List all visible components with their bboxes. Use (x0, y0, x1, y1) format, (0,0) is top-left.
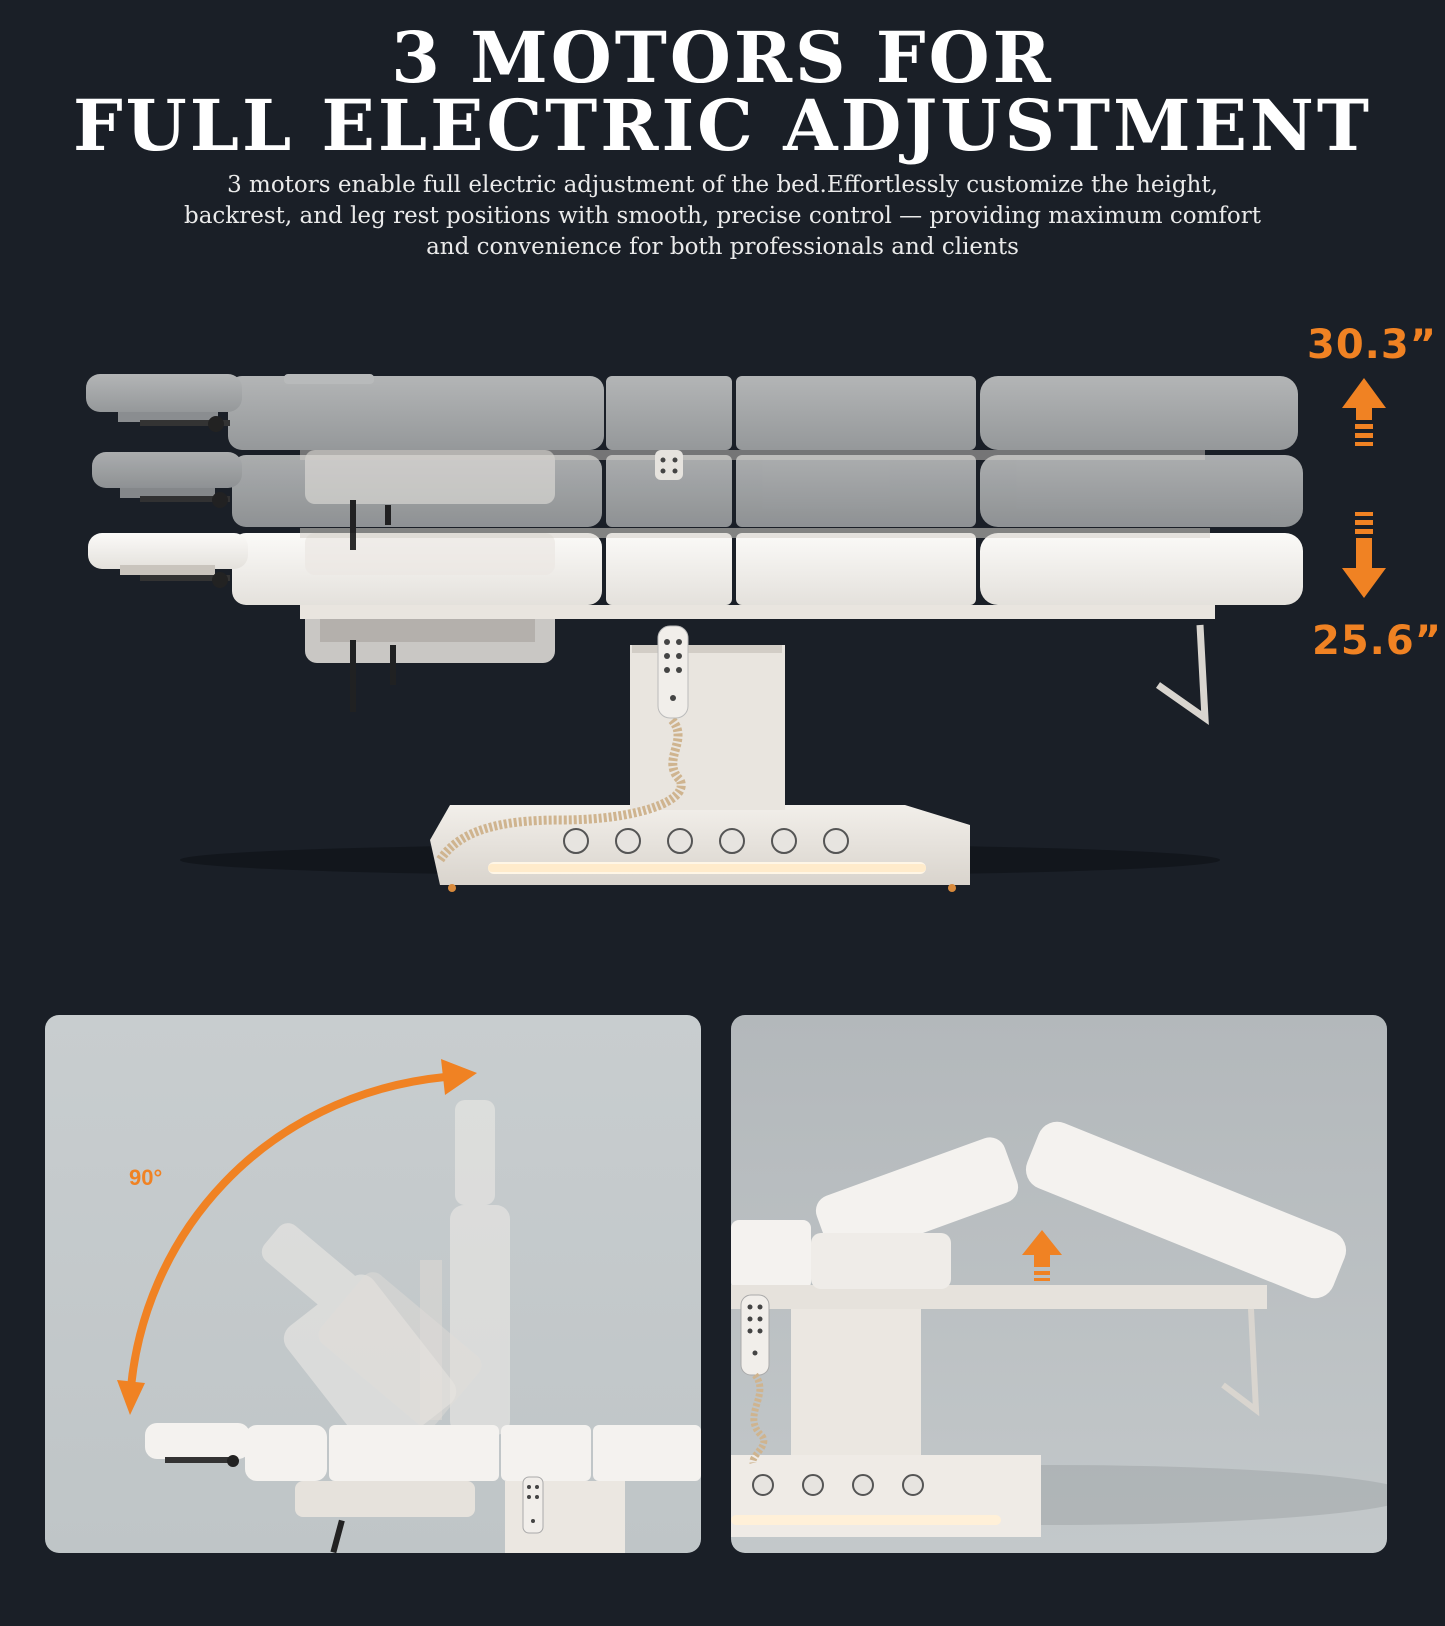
feature-description: 3 motors enable full electric adjustment… (183, 172, 1261, 260)
legrest-adjustment-panel (731, 1015, 1387, 1553)
arrow-down-icon (1342, 512, 1386, 598)
hand-remote (657, 625, 689, 719)
arrow-up-icon (1342, 378, 1386, 446)
leg-hook (1155, 624, 1209, 726)
arrow-up-icon (1022, 1230, 1062, 1281)
bed-highest-position (86, 374, 1298, 480)
foot-pedals (563, 828, 849, 854)
curved-arrow-icon (126, 1073, 446, 1401)
backrest-angle-label: 90° (129, 1165, 163, 1190)
bed-lowest-position (88, 533, 1303, 619)
title-line-1: 3 MOTORS FOR (391, 16, 1054, 99)
legrest-illustration (731, 1121, 1387, 1537)
max-height-label: 30.3” (1307, 322, 1437, 368)
lift-column (630, 645, 785, 810)
bed-middle-position (92, 450, 1303, 550)
min-height-label: 25.6” (1312, 618, 1442, 664)
title-line-2: FULL ELECTRIC ADJUSTMENT (72, 84, 1373, 167)
remote-cord (436, 716, 686, 863)
bed-height-illustration (86, 374, 1386, 892)
bed-base (430, 805, 970, 892)
ghost-frame-lowest (305, 607, 555, 712)
backrest-illustration (117, 1059, 701, 1553)
backrest-adjustment-panel: 90° (45, 1015, 701, 1553)
